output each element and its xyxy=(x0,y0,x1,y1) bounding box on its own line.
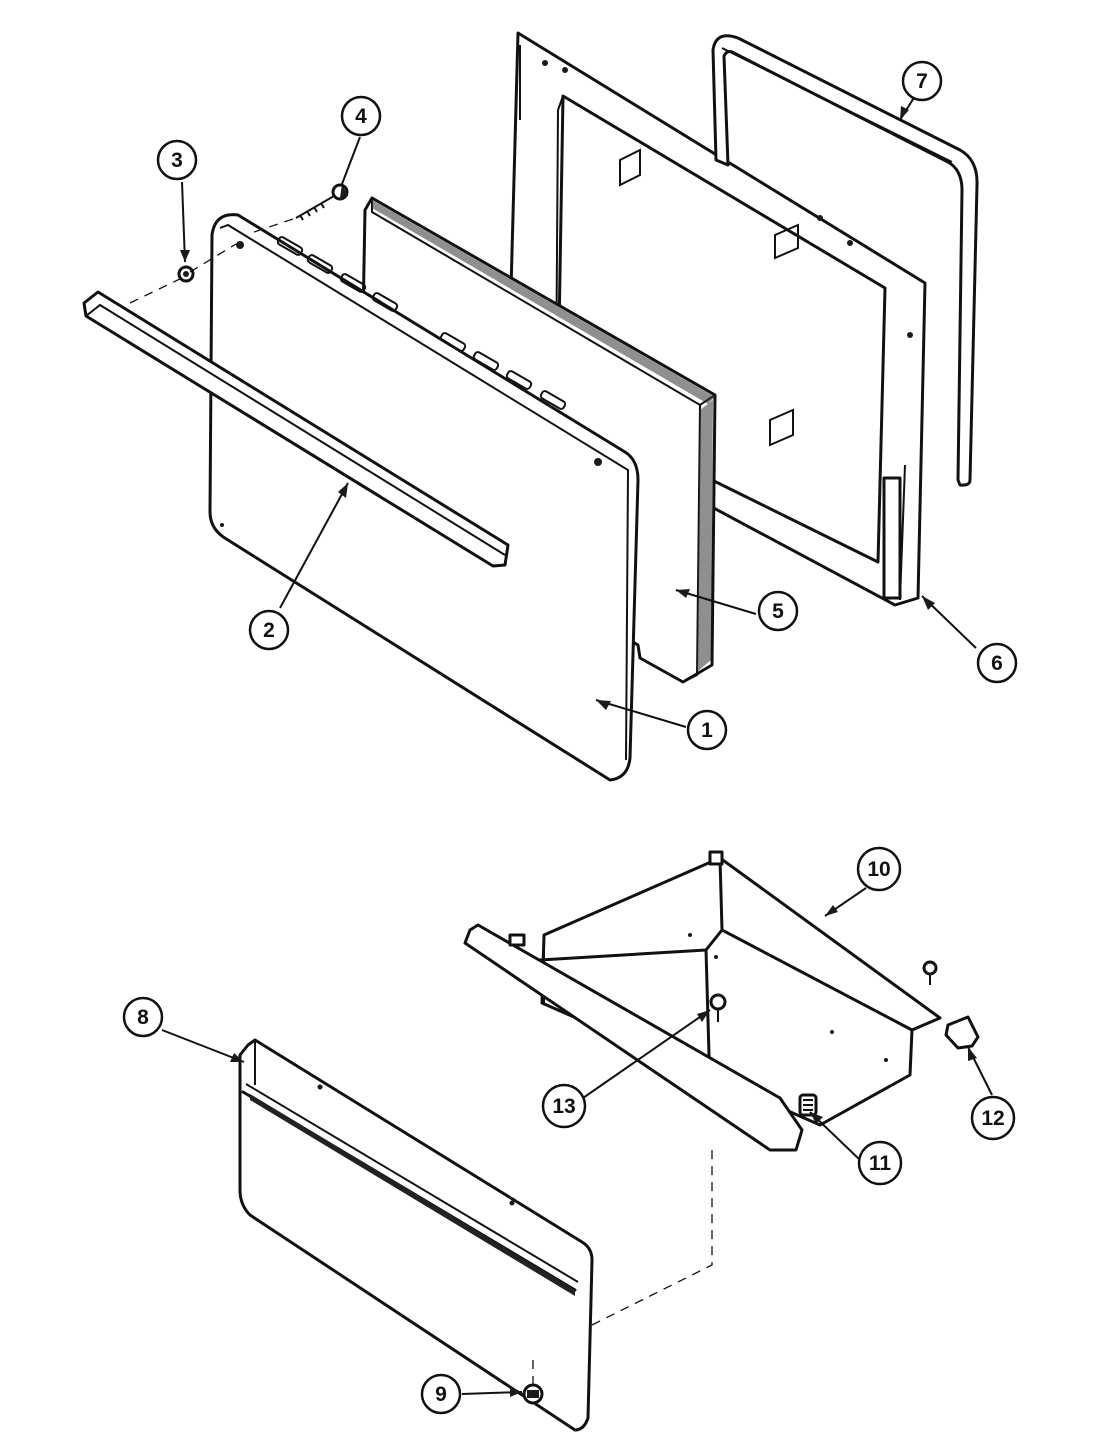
callout-7-label: 7 xyxy=(916,70,928,93)
callout-9-label: 9 xyxy=(435,1383,447,1406)
leader-lines xyxy=(161,95,993,1397)
callout-6-label: 6 xyxy=(991,652,1003,675)
callout-10-label: 10 xyxy=(867,858,890,881)
part-9-clip xyxy=(522,1383,544,1405)
door-vent-slots xyxy=(276,236,567,410)
part-12-glide-bumper xyxy=(944,1015,980,1050)
part-7-door-gasket xyxy=(711,34,979,487)
callout-9: 9 xyxy=(420,1373,462,1415)
part-2-door-handle xyxy=(82,290,510,568)
callout-5: 5 xyxy=(757,590,799,632)
callout-5-label: 5 xyxy=(772,600,784,623)
callout-13-label: 13 xyxy=(552,1095,575,1118)
callout-11-label: 11 xyxy=(869,1152,892,1175)
callout-10: 10 xyxy=(856,846,902,892)
part-13-screw xyxy=(709,993,727,1022)
callout-2-label: 2 xyxy=(263,619,275,642)
callout-6: 6 xyxy=(976,642,1018,684)
callout-2: 2 xyxy=(248,609,290,651)
part-10-drawer-body xyxy=(463,850,942,1152)
part-3-grommet xyxy=(177,265,195,283)
callout-12-label: 12 xyxy=(981,1107,1004,1130)
drawer-side-screw xyxy=(922,960,938,985)
callout-4-label: 4 xyxy=(355,105,367,128)
callout-7: 7 xyxy=(901,60,943,102)
part-6-door-liner xyxy=(506,31,927,607)
callout-8: 8 xyxy=(122,996,164,1038)
part-11-roller xyxy=(798,1093,818,1117)
part-8-drawer-front xyxy=(238,1038,594,1432)
callout-1-label: 1 xyxy=(701,719,713,742)
callout-4: 4 xyxy=(340,95,382,137)
callout-12: 12 xyxy=(970,1095,1016,1141)
callout-3: 3 xyxy=(156,139,198,181)
callout-11: 11 xyxy=(857,1140,903,1186)
part-4-screw xyxy=(295,183,349,221)
callout-3-label: 3 xyxy=(171,149,183,172)
callout-13: 13 xyxy=(541,1083,587,1129)
callout-8-label: 8 xyxy=(137,1006,149,1029)
callout-1: 1 xyxy=(686,709,728,751)
